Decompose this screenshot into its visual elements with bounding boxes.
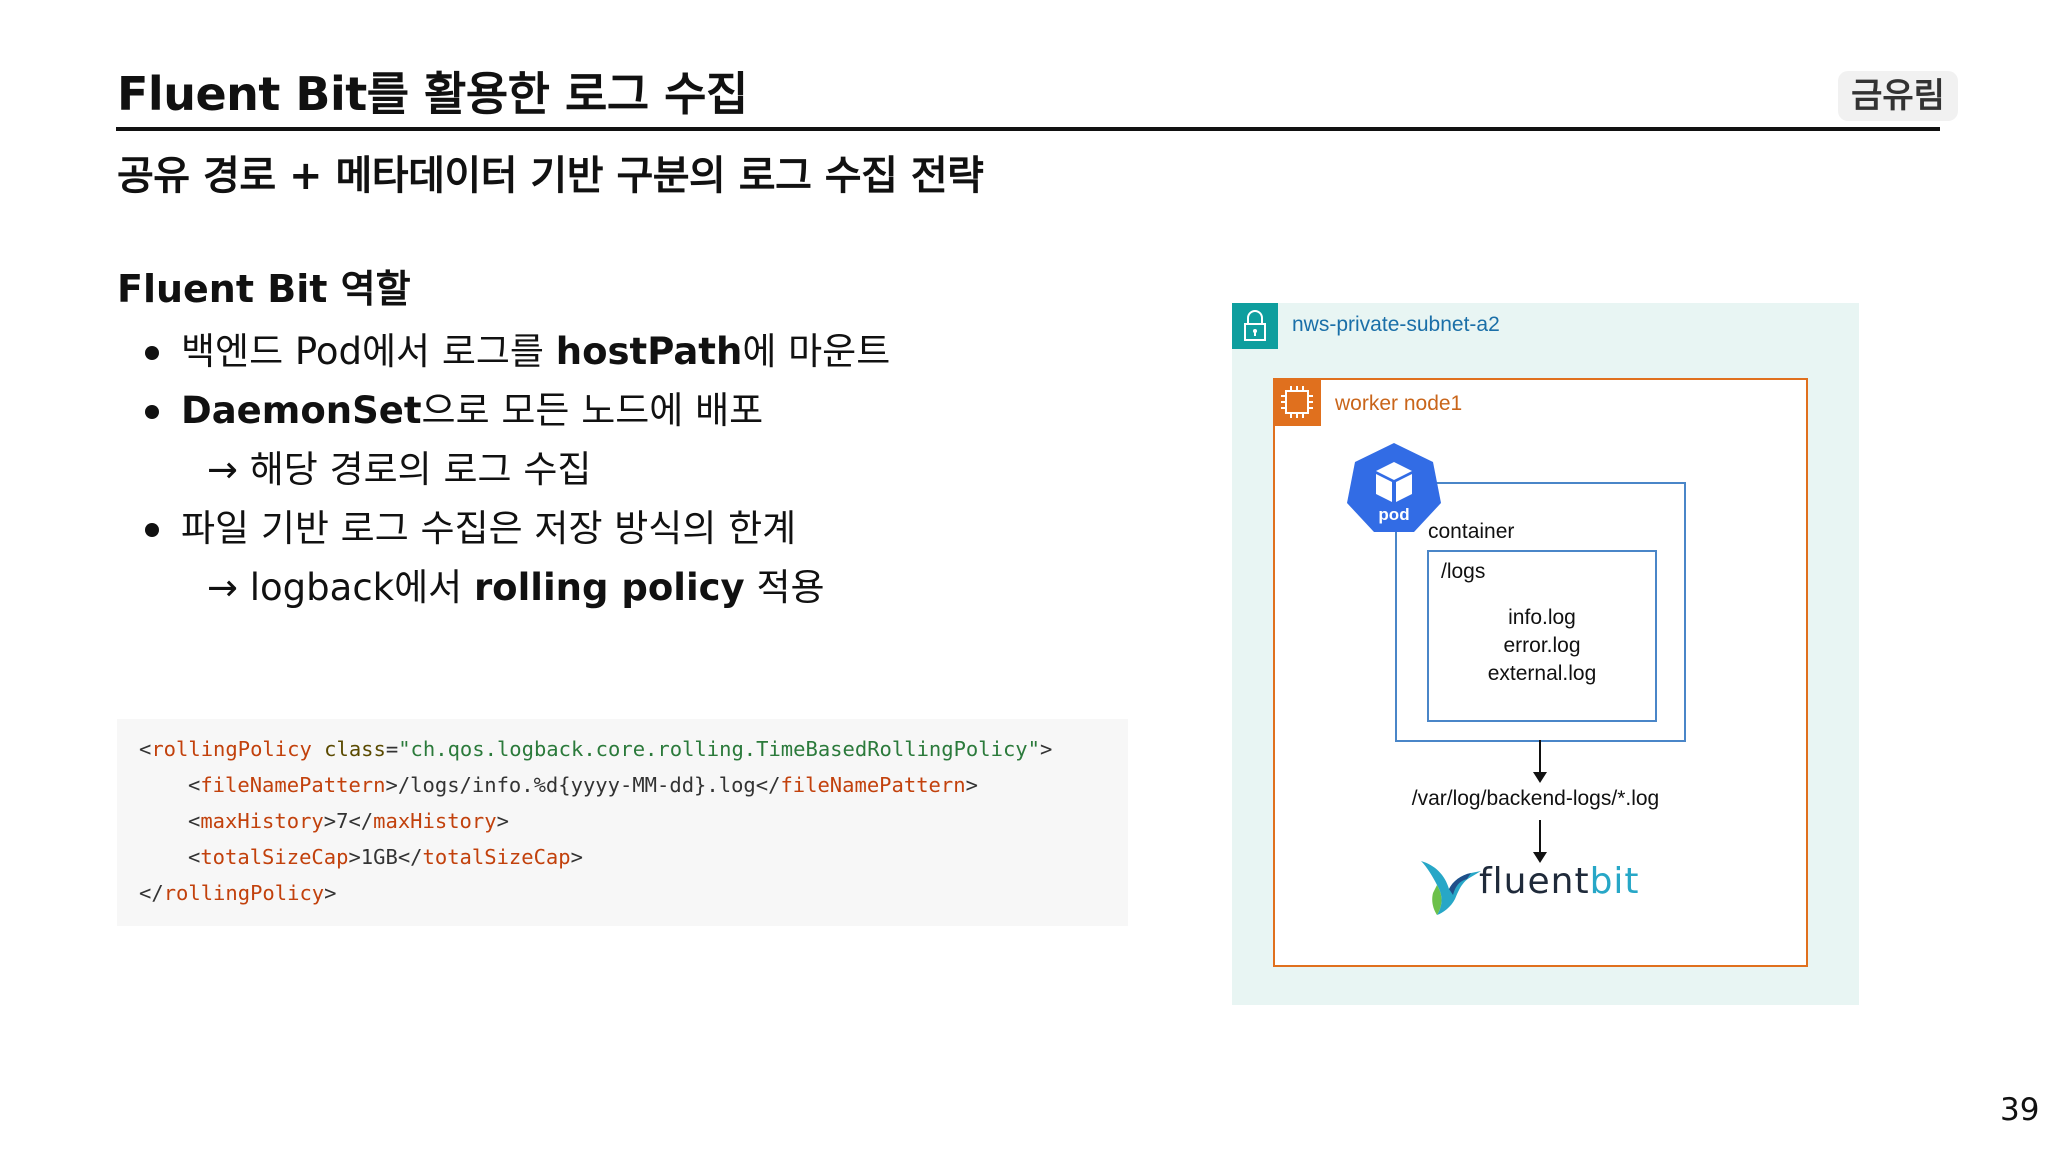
- code-tag: maxHistory: [373, 809, 497, 833]
- subnet-label: nws-private-subnet-a2: [1292, 313, 1500, 336]
- fluentbit-wordmark-bit: bit: [1589, 861, 1640, 902]
- arrow-icon: [1533, 820, 1547, 863]
- bullet-text-bold: rolling policy: [473, 566, 745, 609]
- container-label: container: [1428, 520, 1515, 543]
- pod-label: pod: [1378, 505, 1409, 524]
- bullet-text-plain: → logback에서: [207, 566, 474, 609]
- bullet-text-plain: 백엔드 Pod에서 로그를: [181, 330, 556, 373]
- bullet-item: 백엔드 Pod에서 로그를 hostPath에 마운트: [145, 322, 1145, 381]
- code-line: <fileNamePattern>/logs/info.%d{yyyy-MM-d…: [188, 773, 978, 797]
- fluentbit-logo: fluentbit: [1419, 855, 1659, 925]
- host-path-label: /var/log/backend-logs/*.log: [1411, 787, 1660, 810]
- log-file: info.log: [1508, 606, 1576, 629]
- arrow-icon: [1533, 740, 1547, 783]
- code-tag: rollingPolicy: [163, 881, 325, 905]
- bullet-text-bold: DaemonSet: [181, 389, 422, 432]
- bullet-text: DaemonSet으로 모든 노드에 배포: [181, 381, 763, 440]
- bullet-dot: [145, 346, 159, 360]
- bullet-text-plain: 으로 모든 노드에 배포: [421, 389, 764, 432]
- bullet-item: DaemonSet으로 모든 노드에 배포: [145, 381, 1145, 440]
- log-file-list: info.log error.log external.log: [1429, 604, 1655, 688]
- code-tag: totalSizeCap: [200, 845, 349, 869]
- logs-directory-box: /logs info.log error.log external.log: [1427, 550, 1657, 722]
- hummingbird-icon: [1421, 861, 1481, 915]
- bullet-subitem: → 해당 경로의 로그 수집: [145, 440, 1145, 499]
- worker-node-label: worker node1: [1335, 392, 1463, 415]
- logs-directory-label: /logs: [1441, 560, 1486, 583]
- bullet-text-plain: 에 마운트: [742, 330, 891, 373]
- log-file: error.log: [1503, 634, 1581, 657]
- code-line: <rollingPolicy class="ch.qos.logback.cor…: [139, 737, 1053, 761]
- code-value: 1GB: [360, 845, 398, 869]
- bullet-dot: [145, 523, 159, 537]
- code-line: </rollingPolicy>: [139, 881, 337, 905]
- slide-subtitle: 공유 경로 + 메타데이터 기반 구분의 로그 수집 전략: [117, 153, 984, 199]
- bullet-subitem: → logback에서 rolling policy 적용: [145, 558, 1145, 617]
- bullet-text: 백엔드 Pod에서 로그를 hostPath에 마운트: [181, 322, 890, 381]
- code-block: <rollingPolicy class="ch.qos.logback.cor…: [117, 719, 1128, 926]
- bullet-dot: [145, 405, 159, 419]
- bullet-list: 백엔드 Pod에서 로그를 hostPath에 마운트 DaemonSet으로 …: [145, 322, 1145, 617]
- pod-icon: pod: [1347, 440, 1441, 534]
- code-line: <totalSizeCap>1GB</totalSizeCap>: [188, 845, 583, 869]
- subnet-lock-icon: [1232, 303, 1278, 349]
- container-box: container /logs info.log error.log exter…: [1395, 482, 1686, 742]
- page-number: 39: [2000, 1092, 2040, 1128]
- bullet-text: 파일 기반 로그 수집은 저장 방식의 한계: [181, 507, 797, 550]
- bullet-text-plain: 적용: [744, 566, 825, 609]
- log-file: external.log: [1487, 662, 1597, 685]
- code-value: /logs/info.%d{yyyy-MM-dd}.log: [397, 773, 756, 797]
- code-tag: rollingPolicy: [151, 737, 312, 761]
- bullet-item: 파일 기반 로그 수집은 저장 방식의 한계: [145, 499, 1145, 558]
- bullet-subtext: → logback에서 rolling policy 적용: [207, 558, 825, 617]
- author-badge: 금유림: [1838, 71, 1958, 121]
- worker-node: worker node1 container /logs info.log er…: [1273, 378, 1808, 967]
- code-string: "ch.qos.logback.core.rolling.TimeBasedRo…: [398, 737, 1040, 761]
- slide-title: Fluent Bit를 활용한 로그 수집: [117, 67, 748, 121]
- fluentbit-wordmark: fluentbit: [1479, 861, 1640, 902]
- bullet-subtext: → 해당 경로의 로그 수집: [207, 448, 592, 491]
- code-attr: class: [324, 737, 386, 761]
- fluentbit-wordmark-fluent: fluent: [1479, 861, 1590, 902]
- section-heading: Fluent Bit 역할: [117, 267, 411, 311]
- chip-icon: [1273, 378, 1321, 426]
- title-divider: [116, 127, 1940, 131]
- code-line: <maxHistory>7</maxHistory>: [188, 809, 509, 833]
- code-tag: fileNamePattern: [200, 773, 386, 797]
- code-tag: fileNamePattern: [780, 773, 966, 797]
- bullet-text-bold: hostPath: [555, 330, 743, 373]
- code-tag: totalSizeCap: [422, 845, 571, 869]
- code-tag: maxHistory: [200, 809, 324, 833]
- architecture-diagram: nws-private-subnet-a2 worker node1 conta…: [1232, 303, 1859, 1005]
- code-value: 7: [336, 809, 349, 833]
